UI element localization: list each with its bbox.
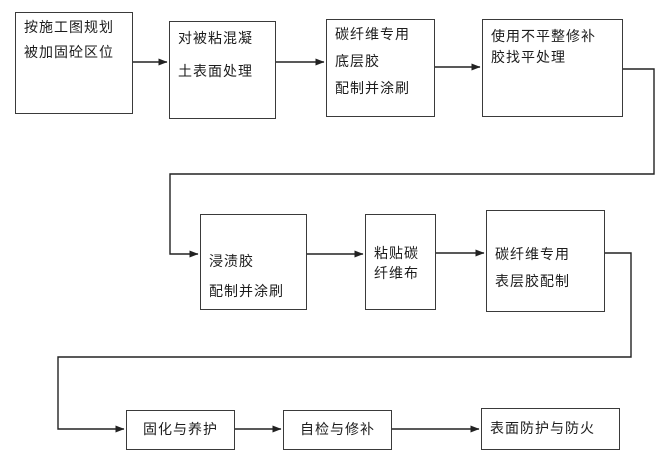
flow-step-curing-maintenance: 固化与养护 <box>126 410 235 450</box>
flow-step-impregnation-adhesive-apply: 浸渍胶 配制并涂刷 <box>200 214 307 310</box>
flow-step-plan-reinforcement-area: 按施工图规划 被加固砼区位 <box>15 12 133 114</box>
flow-step-concrete-surface-treatment: 对被粘混凝 土表面处理 <box>169 21 276 119</box>
flow-step-surface-fire-protection: 表面防护与防火 <box>481 408 620 450</box>
connector-b7-b8 <box>57 252 632 433</box>
connector-b4-b5 <box>169 68 655 258</box>
flow-step-self-check-repair: 自检与修补 <box>283 410 392 450</box>
flow-step-paste-carbon-fiber-cloth: 粘贴碳 纤维布 <box>365 214 436 310</box>
flow-step-top-coat-adhesive-prepare: 碳纤维专用 表层胶配制 <box>486 210 605 312</box>
flow-step-leveling-repair-adhesive: 使用不平整修补 胶找平处理 <box>482 19 623 117</box>
flow-step-primer-adhesive-apply: 碳纤维专用 底层胶 配制并涂刷 <box>326 19 435 117</box>
